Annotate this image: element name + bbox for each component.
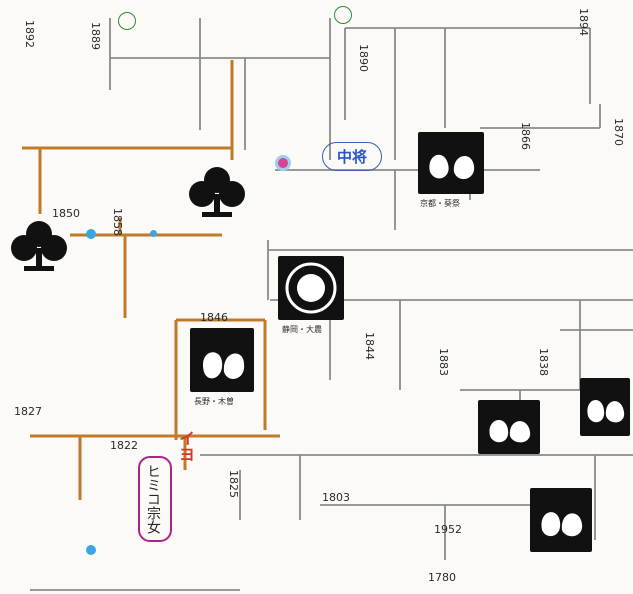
aoi-crest-top — [418, 132, 484, 194]
year-label: 1838 — [537, 348, 550, 376]
crest-caption: 京都・葵祭 — [420, 199, 460, 208]
year-label: 1952 — [434, 523, 462, 536]
aoi-crest-bottom — [530, 488, 592, 552]
year-label: 1858 — [111, 208, 124, 236]
aoi-leaf-crest-icon — [202, 352, 245, 379]
aoi-crest-right — [580, 378, 630, 436]
year-label: 1866 — [519, 122, 532, 150]
tree-crest-center — [186, 160, 248, 222]
year-label: 1892 — [23, 20, 36, 48]
green-circle-mark — [118, 12, 136, 30]
year-label: 1822 — [110, 439, 138, 452]
himiko-label: ヒミコ宗女 — [145, 464, 161, 534]
aoi-leaf-crest-icon — [489, 419, 531, 443]
year-label: 1883 — [437, 348, 450, 376]
year-label: 1844 — [363, 332, 376, 360]
year-label: 1870 — [612, 118, 625, 146]
blue-dot-marker — [86, 545, 96, 555]
year-label: 1803 — [322, 491, 350, 504]
year-label: 1846 — [200, 311, 228, 324]
year-label: 1825 — [227, 470, 240, 498]
paulownia-tree-crest-icon — [189, 167, 245, 217]
aoi-leaf-crest-icon — [429, 154, 475, 180]
year-label: 1890 — [357, 44, 370, 72]
crest-caption: 長野・木曽 — [194, 397, 234, 406]
himiko-box: ヒミコ宗女 — [138, 456, 172, 542]
year-label: 1850 — [52, 207, 80, 220]
blue-dot-marker — [150, 230, 157, 237]
blue-dot-marker — [86, 229, 96, 239]
circle-crest-icon — [285, 262, 337, 314]
aoi-leaf-crest-icon — [541, 512, 583, 537]
chujo-badge: 中将 — [322, 142, 383, 171]
iyo-label: イヨ — [176, 430, 195, 462]
aoi-crest-nagano — [190, 328, 254, 392]
year-label: 1780 — [428, 571, 456, 584]
ring-crest — [278, 256, 344, 320]
tree-crest-left — [8, 214, 70, 276]
aoi-leaf-crest-icon — [587, 399, 625, 423]
pink-dot-marker — [278, 158, 288, 168]
green-circle-mark — [334, 6, 352, 24]
paulownia-tree-crest-icon — [11, 221, 67, 271]
year-label: 1894 — [577, 8, 590, 36]
year-label: 1889 — [89, 22, 102, 50]
aoi-crest-mid — [478, 400, 540, 454]
year-label: 1827 — [14, 405, 42, 418]
crest-caption: 静岡・大農 — [282, 325, 322, 334]
